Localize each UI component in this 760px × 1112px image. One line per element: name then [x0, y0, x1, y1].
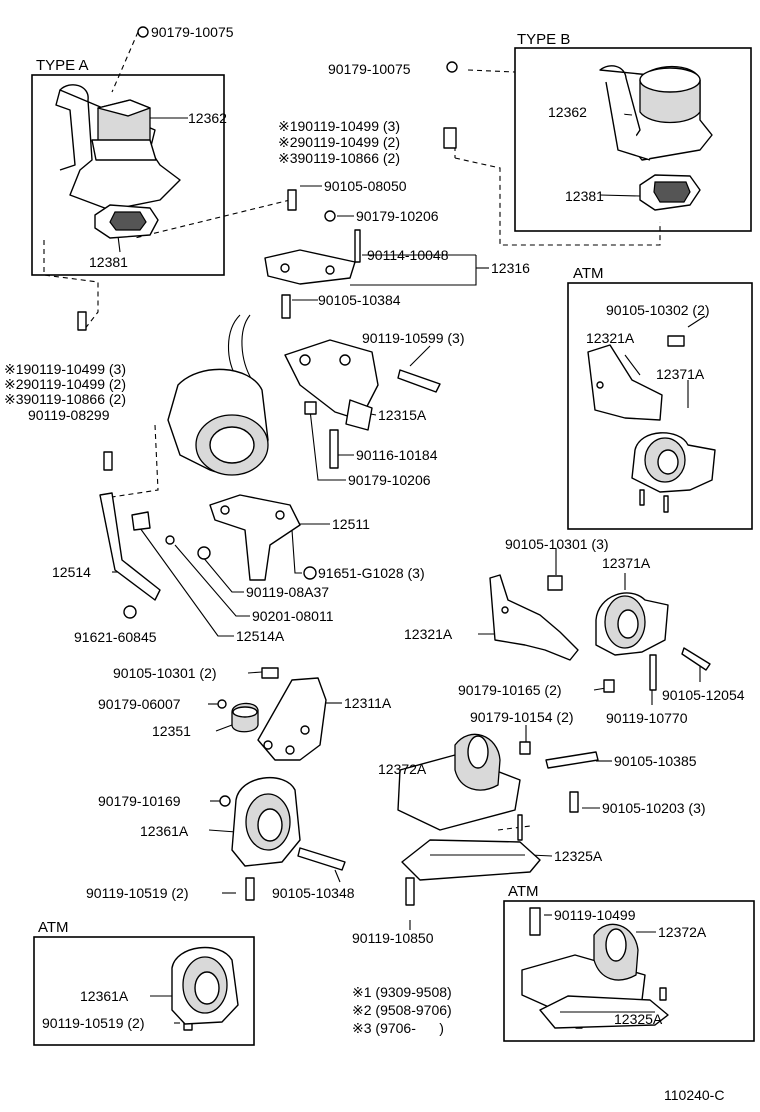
- note-label: ※390119-10866 (2): [278, 150, 400, 166]
- part-label: 12311A: [344, 695, 392, 711]
- bracket-12316-drawing: [264, 249, 356, 285]
- part-label: 90105-10302 (2): [606, 302, 710, 318]
- part-label: 90105-10384: [318, 292, 401, 308]
- type-b-box: [514, 47, 752, 232]
- part-label: 90119-10519 (2): [86, 885, 188, 901]
- part-label: 90201-08011: [252, 608, 334, 624]
- part-label: 12316: [491, 260, 530, 276]
- atm-right-mount-12371A-drawing: [631, 432, 716, 513]
- bracket-12311A-drawing: [257, 677, 327, 761]
- part-label: 90179-10075: [151, 24, 234, 40]
- part-label: 90119-08299: [28, 407, 110, 423]
- part-label: 90114-10048: [367, 247, 449, 263]
- part-label: 12381: [565, 188, 604, 204]
- atm-bottom-left-title: ATM: [38, 919, 69, 936]
- part-label: 12321A: [586, 330, 635, 346]
- part-label: 12315A: [378, 407, 427, 423]
- part-label: 91651-G1028 (3): [318, 565, 425, 581]
- atm-bl-mount-12361A-drawing: [171, 946, 239, 1025]
- part-label: 12351: [152, 723, 191, 739]
- atm-bottom-left-box: [33, 936, 255, 1046]
- mount-12372A-drawing: [397, 733, 521, 831]
- part-label: 90119-10850: [352, 930, 434, 946]
- part-label: 90179-10154 (2): [470, 709, 574, 725]
- atm-br-bracket-12325A-drawing: [539, 995, 669, 1029]
- legend-line-3: ※3 (9706- ): [352, 1020, 444, 1036]
- part-label: 12371A: [656, 366, 705, 382]
- part-label: 90179-10169: [98, 793, 181, 809]
- part-label: 12362: [548, 104, 587, 120]
- part-label: 90179-10206: [356, 208, 439, 224]
- part-label: 90119-10519 (2): [42, 1015, 144, 1031]
- part-label: 91621-60845: [74, 629, 157, 645]
- part-label: 90105-10301 (3): [505, 536, 609, 552]
- part-label: 12514A: [236, 628, 285, 644]
- part-label: 90105-10203 (3): [602, 800, 706, 816]
- part-label: 12321A: [404, 626, 453, 642]
- engine-outline-drawing: [167, 314, 269, 476]
- part-label: 90105-08050: [324, 178, 407, 194]
- part-label: 12362: [188, 110, 227, 126]
- part-label: 12372A: [658, 924, 707, 940]
- mount-12371A-drawing: [595, 592, 669, 656]
- type-b-stopper-12381-drawing: [639, 174, 701, 211]
- note-label: ※190119-10499 (3): [278, 118, 400, 134]
- part-label: 90105-10348: [272, 885, 355, 901]
- part-label: 90179-10165 (2): [458, 682, 562, 698]
- part-label: 90119-08A37: [246, 584, 329, 600]
- part-label: 12361A: [80, 988, 129, 1004]
- type-a-mount-12362-drawing: [55, 84, 181, 211]
- part-label: 90119-10499: [554, 907, 636, 923]
- fasteners-drawing: [77, 26, 711, 1031]
- part-label: 90119-10770: [606, 710, 688, 726]
- part-label: 12325A: [614, 1011, 663, 1027]
- part-label: 90179-06007: [98, 696, 181, 712]
- atm-bottom-right-box: [503, 900, 755, 1042]
- part-label: 90105-12054: [662, 687, 745, 703]
- part-label: 12361A: [140, 823, 189, 839]
- bushing-12351-drawing: [231, 702, 259, 733]
- type-a-box: [31, 74, 225, 276]
- atm-bottom-right-title: ATM: [508, 883, 539, 900]
- bracket-12321A-drawing: [489, 574, 579, 661]
- bracket-12325A-drawing: [401, 814, 541, 881]
- part-label: 12511: [332, 516, 370, 532]
- type-b-title: TYPE B: [517, 31, 570, 48]
- part-label: 12372A: [378, 761, 427, 777]
- part-label: 90105-10301 (2): [113, 665, 217, 681]
- atm-right-box: [567, 282, 753, 530]
- atm-right-title: ATM: [573, 265, 604, 282]
- part-label: 12371A: [602, 555, 651, 571]
- part-label: 90119-10599 (3): [362, 330, 464, 346]
- atm-right-bracket-12321A-drawing: [587, 344, 663, 421]
- part-label: 12325A: [554, 848, 603, 864]
- mount-12361A-drawing: [231, 776, 301, 867]
- note-label: ※190119-10499 (3): [4, 361, 126, 377]
- type-a-title: TYPE A: [36, 57, 89, 74]
- bracket-12511-drawing: [209, 494, 301, 581]
- type-b-mount-12362-drawing: [599, 65, 713, 161]
- part-label: 12514: [52, 564, 91, 580]
- legend-line-2: ※2 (9508-9706): [352, 1002, 452, 1018]
- figure-id: 110240-C: [664, 1087, 724, 1103]
- bracket-12315A-drawing: [284, 339, 379, 431]
- part-label: 90105-10385: [614, 753, 697, 769]
- part-label: 90116-10184: [356, 447, 438, 463]
- part-label: 12381: [89, 254, 128, 270]
- legend-line-1: ※1 (9309-9508): [352, 984, 452, 1000]
- part-label: 90179-10075: [328, 61, 411, 77]
- type-a-stopper-12381-drawing: [94, 204, 159, 239]
- note-label: ※390119-10866 (2): [4, 391, 126, 407]
- note-label: ※290119-10499 (2): [278, 134, 400, 150]
- part-label: 90179-10206: [348, 472, 431, 488]
- note-label: ※290119-10499 (2): [4, 376, 126, 392]
- rod-12514-drawing: [99, 492, 161, 601]
